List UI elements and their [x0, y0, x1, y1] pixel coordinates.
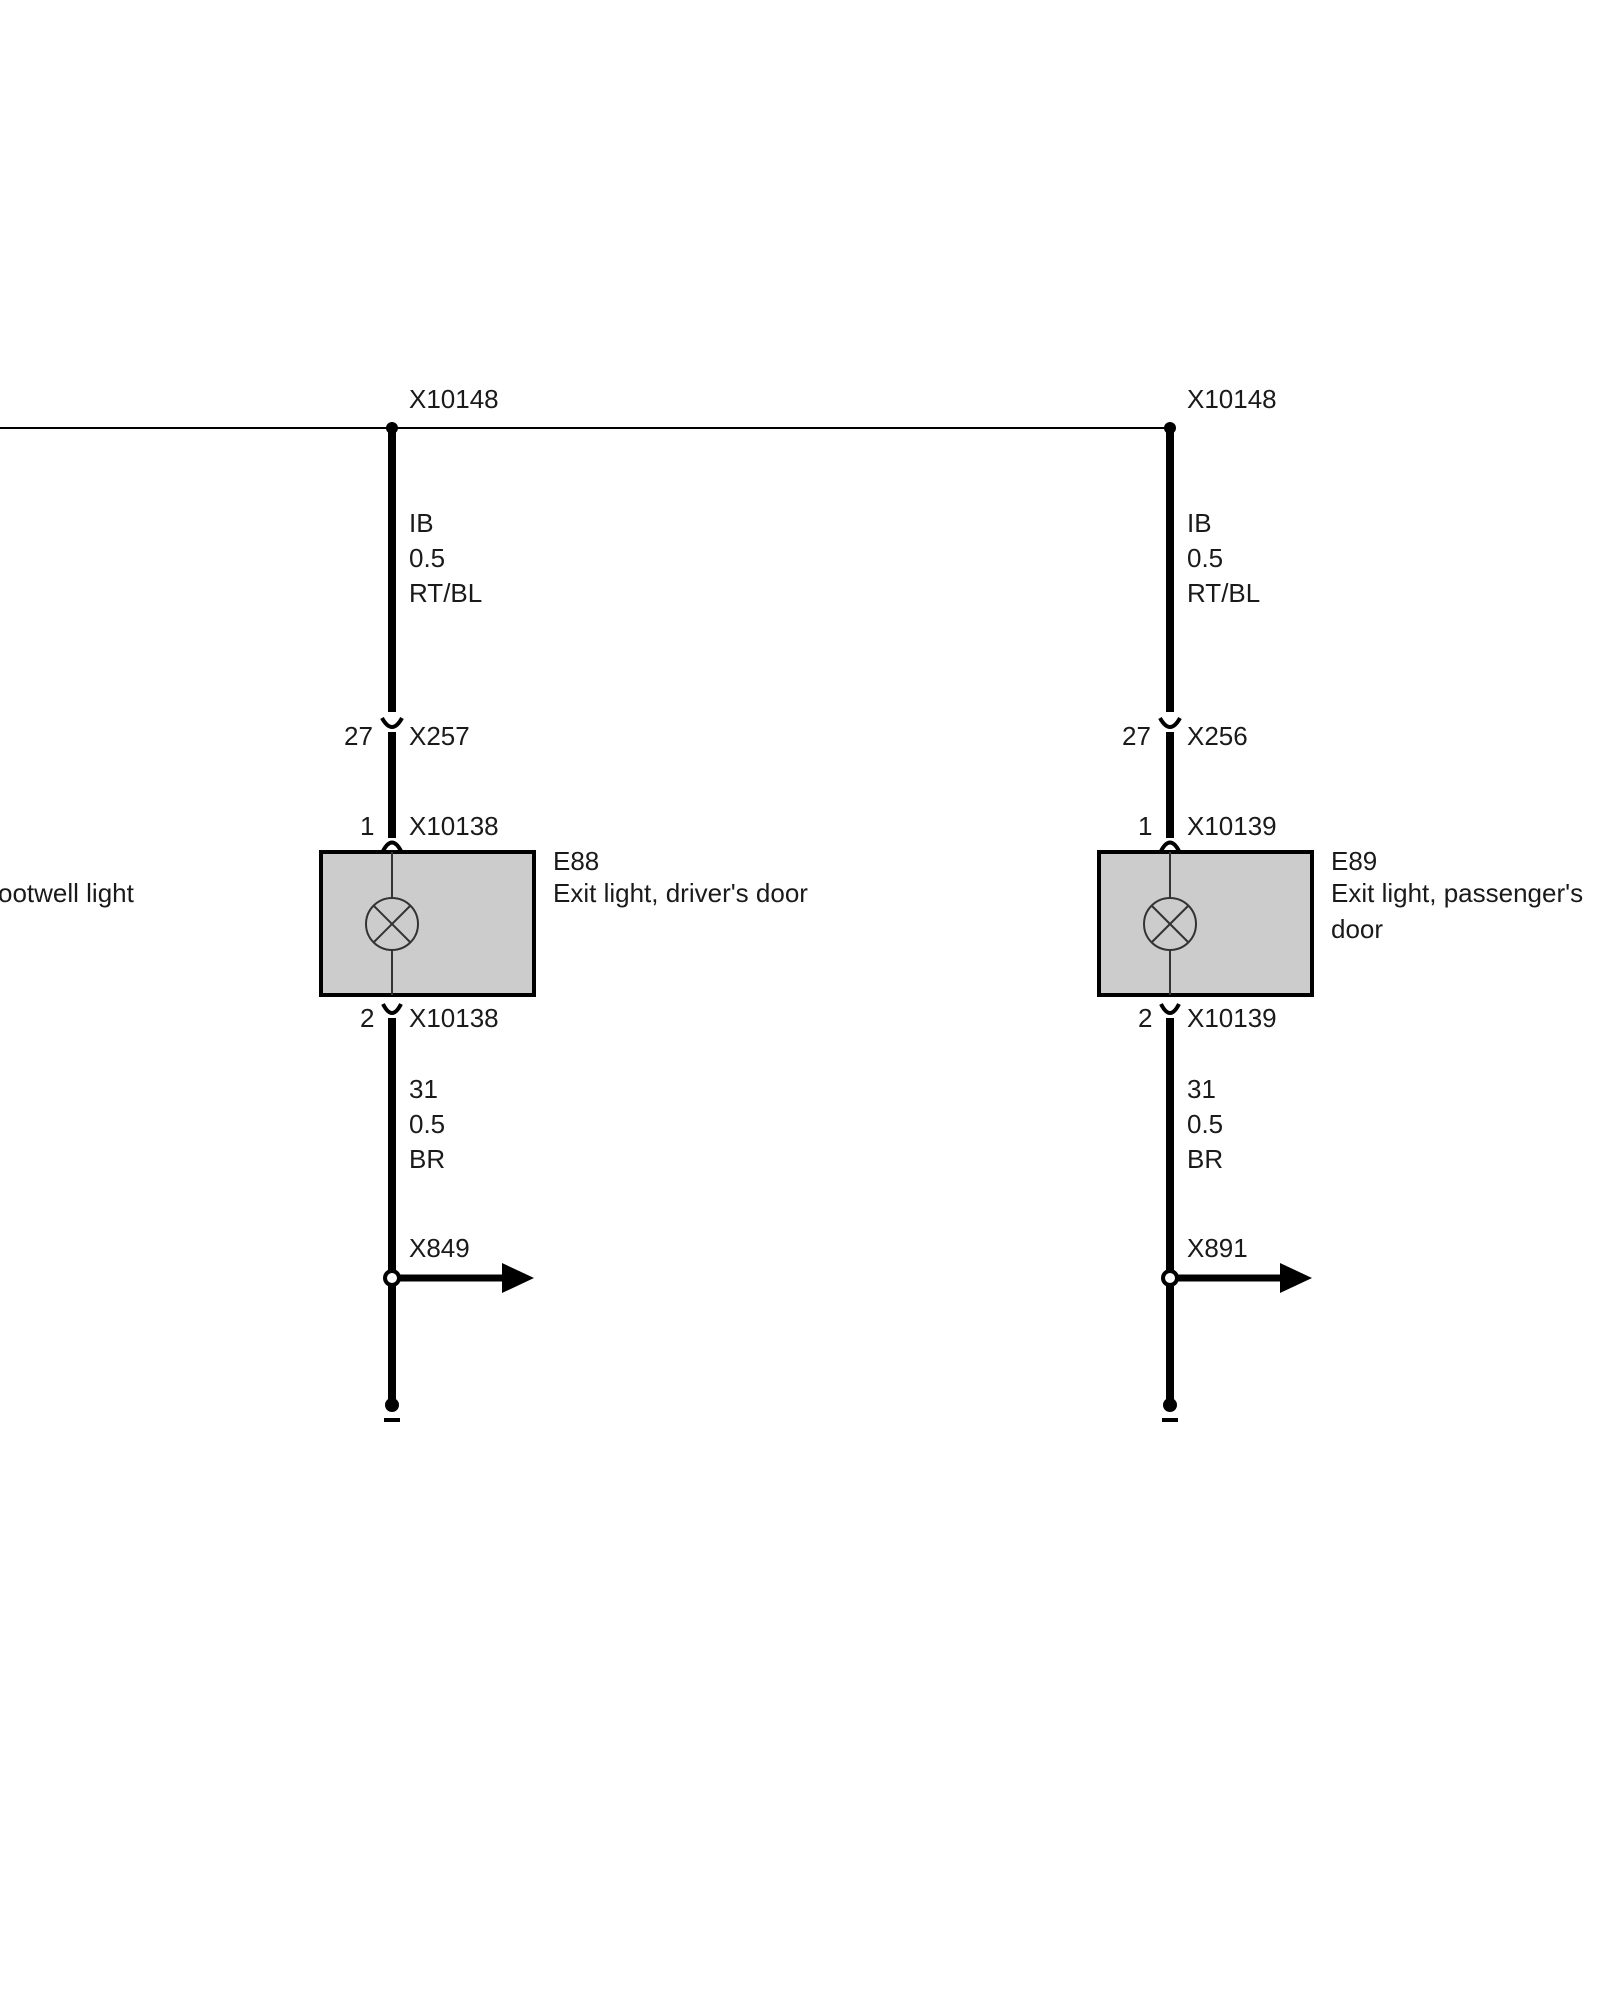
connector-name: X257	[409, 721, 470, 751]
component-ref: E89	[1331, 846, 1377, 876]
splice-label: X891	[1187, 1233, 1248, 1263]
wire-top-color: RT/BL	[1187, 578, 1260, 608]
wire-bottom-gauge: 0.5	[1187, 1109, 1223, 1139]
junction-dot	[1164, 422, 1176, 434]
wire-bottom-signal: 31	[409, 1074, 438, 1104]
junction-label: X10148	[1187, 384, 1277, 414]
wire-bottom-color: BR	[1187, 1144, 1223, 1174]
wire-top-color: RT/BL	[409, 578, 482, 608]
wire-top-signal: IB	[409, 508, 434, 538]
ground-terminal-icon	[384, 1398, 400, 1422]
connector-pin: 27	[344, 721, 373, 751]
left-component-label: ootwell light	[0, 878, 135, 908]
branch-passenger-door: X10148 IB 0.5 RT/BL 27 X256 1 X10139 E89…	[1097, 384, 1583, 1422]
pin-bottom-fork	[1159, 1003, 1181, 1015]
pin-top-number: 1	[360, 811, 374, 841]
pin-bottom-number: 2	[1138, 1003, 1152, 1033]
component-desc-line2: door	[1331, 914, 1383, 944]
wire-bottom-gauge: 0.5	[409, 1109, 445, 1139]
component-desc-line1: Exit light, passenger's	[1331, 878, 1583, 908]
connector-name: X256	[1187, 721, 1248, 751]
junction-label: X10148	[409, 384, 499, 414]
branch-driver-door: X10148 IB 0.5 RT/BL 27 X257 1 X10138 E88…	[319, 384, 808, 1422]
ground-terminal-icon	[1162, 1398, 1178, 1422]
component-box	[319, 850, 536, 997]
component-desc-line1: Exit light, driver's door	[553, 878, 808, 908]
lamp-symbol-icon	[365, 897, 419, 951]
wire-top-gauge: 0.5	[409, 543, 445, 573]
pin-bottom-name: X10139	[1187, 1003, 1277, 1033]
wire-bottom-signal: 31	[1187, 1074, 1216, 1104]
component-box	[1097, 850, 1314, 997]
pin-top-number: 1	[1138, 811, 1152, 841]
component-ref: E88	[553, 846, 599, 876]
pin-top-fork	[381, 840, 403, 853]
connector-fork	[1158, 716, 1182, 729]
pin-bottom-name: X10138	[409, 1003, 499, 1033]
pin-top-fork	[1159, 840, 1181, 853]
arrow-right-icon	[1177, 1263, 1312, 1293]
arrow-right-icon	[399, 1263, 534, 1293]
junction-dot	[386, 422, 398, 434]
lamp-symbol-icon	[1143, 897, 1197, 951]
splice-label: X849	[409, 1233, 470, 1263]
wire-top-signal: IB	[1187, 508, 1212, 538]
pin-bottom-fork	[381, 1003, 403, 1015]
wire-top-gauge: 0.5	[1187, 543, 1223, 573]
connector-pin: 27	[1122, 721, 1151, 751]
connector-fork	[380, 716, 404, 729]
pin-bottom-number: 2	[360, 1003, 374, 1033]
wire-bottom-color: BR	[409, 1144, 445, 1174]
splice-dot	[1161, 1269, 1179, 1287]
splice-dot	[383, 1269, 401, 1287]
pin-top-name: X10139	[1187, 811, 1277, 841]
pin-top-name: X10138	[409, 811, 499, 841]
